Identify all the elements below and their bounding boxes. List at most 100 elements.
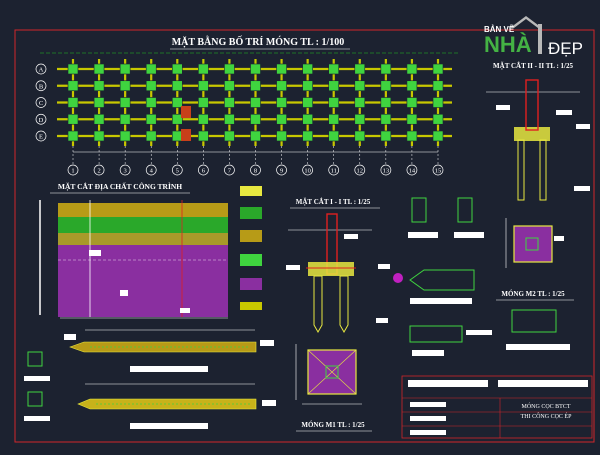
highlight-footing[interactable] [181, 106, 191, 118]
plan-footing[interactable] [250, 63, 261, 75]
plan-footing[interactable] [119, 113, 131, 125]
row-axis-label: A [39, 67, 44, 74]
plan-footing[interactable] [145, 113, 157, 125]
plan-footing[interactable] [276, 63, 287, 75]
plan-footing[interactable] [171, 63, 183, 75]
plan-footing[interactable] [224, 63, 235, 75]
plan-footing[interactable] [276, 80, 287, 92]
plan-footing[interactable] [406, 130, 418, 142]
plan-footing[interactable] [354, 113, 366, 125]
plan-footing[interactable] [119, 130, 131, 142]
plan-footing[interactable] [198, 97, 209, 108]
plan-footing[interactable] [276, 113, 287, 125]
plan-footing[interactable] [354, 63, 366, 75]
plan-footing[interactable] [302, 80, 313, 92]
plan-footing[interactable] [328, 80, 340, 92]
plan-footing[interactable] [67, 130, 79, 142]
plan-footing[interactable] [67, 80, 79, 92]
column-axis-label: 4 [150, 168, 154, 175]
plan-footing[interactable] [198, 130, 209, 142]
geology-section[interactable]: MẶT CẮT ĐỊA CHẤT CÔNG TRÌNH [39, 181, 262, 340]
pile-joint-detail [411, 197, 427, 223]
plan-footing[interactable] [171, 113, 183, 125]
plan-footing[interactable] [432, 63, 444, 75]
plan-footing[interactable] [328, 113, 340, 125]
title-block[interactable]: MÓNG CỌC BTCT THI CÔNG CỌC ÉP [401, 375, 593, 439]
highlight-footing[interactable] [181, 129, 191, 141]
plan-footing[interactable] [380, 63, 392, 75]
footing-m2[interactable]: MÓNG M2 TL : 1/25 [496, 218, 574, 350]
plan-footing[interactable] [145, 130, 157, 142]
plan-footing[interactable] [250, 80, 261, 92]
plan-footing[interactable] [276, 130, 287, 142]
section-ii-ii[interactable]: MẶT CẮT II - II TL : 1/25 [486, 62, 590, 201]
column-axis-label: 3 [124, 168, 127, 175]
plan-footing[interactable] [380, 80, 392, 92]
plan-footing[interactable] [67, 97, 79, 108]
plan-footing[interactable] [380, 130, 392, 142]
plan-footing[interactable] [328, 97, 340, 108]
connection-details[interactable] [393, 197, 492, 356]
plan-footing[interactable] [119, 80, 131, 92]
plan-footing[interactable] [432, 130, 444, 142]
plan-footing[interactable] [432, 97, 444, 108]
plan-footing[interactable] [406, 63, 418, 75]
plan-footing[interactable] [93, 80, 105, 92]
drawing-border [14, 29, 595, 443]
plan-footing[interactable] [119, 97, 131, 108]
plan-footing[interactable] [250, 97, 261, 108]
plan-footing[interactable] [119, 63, 131, 75]
plan-footing[interactable] [145, 97, 157, 108]
plan-footing[interactable] [224, 130, 235, 142]
plan-footing[interactable] [145, 80, 157, 92]
plan-footing[interactable] [380, 97, 392, 108]
plan-footing[interactable] [354, 130, 366, 142]
plan-footing[interactable] [224, 80, 235, 92]
plan-footing[interactable] [198, 80, 209, 92]
plan-footing[interactable] [276, 97, 287, 108]
plan-footing[interactable] [224, 97, 235, 108]
plan-footing[interactable] [67, 113, 79, 125]
plan-footing[interactable] [432, 80, 444, 92]
plan-footing[interactable] [224, 113, 235, 125]
plan-footing[interactable] [93, 130, 105, 142]
plan-footing[interactable] [406, 113, 418, 125]
plan-footing[interactable] [93, 113, 105, 125]
plan-footing[interactable] [198, 63, 209, 75]
logo-side-text: ĐẸP [548, 39, 583, 58]
plan-footing[interactable] [250, 130, 261, 142]
plan-footing[interactable] [380, 113, 392, 125]
plan-footing[interactable] [145, 63, 157, 75]
plan-footing[interactable] [406, 80, 418, 92]
site-logo[interactable]: BẢN VẼ NHÀ ĐẸP [482, 10, 594, 60]
plan-footing[interactable] [302, 63, 313, 75]
layer-sand [58, 233, 228, 245]
footing-m1[interactable]: MÓNG M1 TL : 1/25 [295, 344, 372, 432]
column-axis-label: 9 [280, 168, 283, 175]
plan-footing[interactable] [354, 97, 366, 108]
plan-footing[interactable] [67, 63, 79, 75]
plan-footing[interactable] [302, 113, 313, 125]
plan-footing[interactable] [93, 97, 105, 108]
plan-footing[interactable] [328, 130, 340, 142]
plan-footing[interactable] [171, 97, 183, 108]
plan-footing[interactable] [171, 80, 183, 92]
plan-footing[interactable] [250, 113, 261, 125]
plan-footing[interactable] [328, 63, 340, 75]
plan-footing[interactable] [93, 63, 105, 75]
layer-deep [58, 245, 228, 317]
column-axis-bubble [145, 164, 157, 176]
plan-footing[interactable] [354, 80, 366, 92]
geo-title: MẶT CẮT ĐỊA CHẤT CÔNG TRÌNH [58, 181, 182, 191]
plan-footing[interactable] [198, 113, 209, 125]
pile-elevations[interactable] [24, 329, 276, 429]
plan-footing[interactable] [302, 130, 313, 142]
plan-footing[interactable] [406, 97, 418, 108]
plan-footing[interactable] [171, 130, 183, 142]
plan-footing[interactable] [302, 97, 313, 108]
section-i-i[interactable]: MẶT CẮT I - I TL : 1/25 [286, 198, 390, 334]
plan-footing[interactable] [432, 113, 444, 125]
